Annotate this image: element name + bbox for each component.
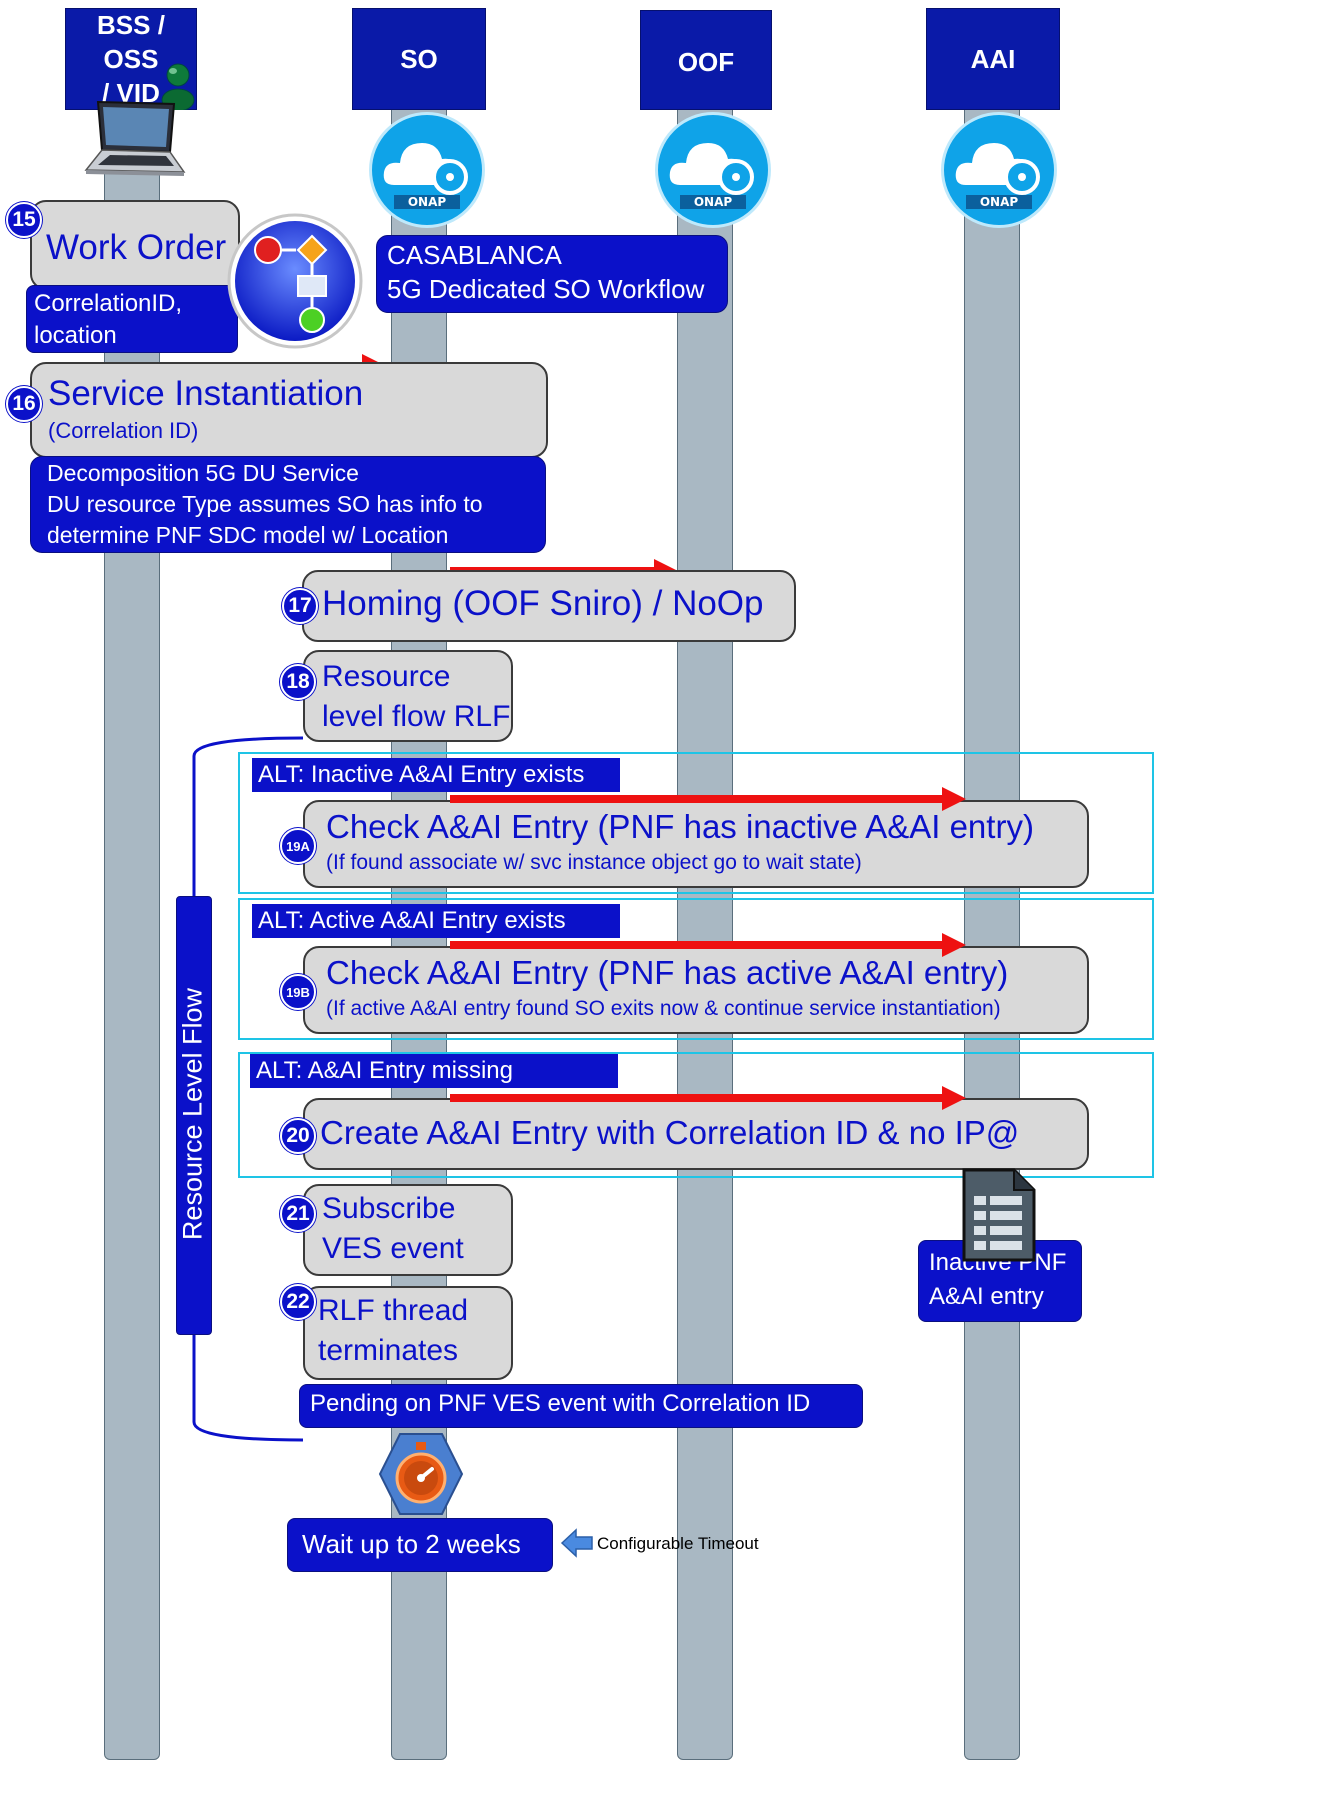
check-active-title: Check A&AI Entry (PNF has active A&AI en… [326, 954, 1009, 991]
alt-frame-inactive [238, 752, 1154, 894]
lane-header-so: SO [352, 8, 486, 110]
rlf-line2: level flow RLF [322, 700, 511, 733]
casablanca-banner: CASABLANCA 5G Dedicated SO Workflow [376, 235, 728, 313]
service-instantiation-title: Service Instantiation [48, 374, 364, 413]
onap-logo-text: ONAP [408, 195, 447, 209]
alt-frame-active [238, 898, 1154, 1040]
alt-tag-missing: ALT: A&AI Entry missing [250, 1054, 618, 1088]
casablanca-line2: 5G Dedicated SO Workflow [387, 274, 705, 304]
rlf-vertical-label: Resource Level Flow [177, 987, 208, 1241]
subscribe-line1: Subscribe [322, 1192, 456, 1225]
wait-text: Wait up to 2 weeks [302, 1529, 521, 1559]
rlf-line1: Resource [322, 660, 451, 693]
check-inactive-title: Check A&AI Entry (PNF has inactive A&AI … [326, 808, 1034, 845]
lane-header-aai: AAI [926, 8, 1060, 110]
document-icon [962, 1168, 1036, 1262]
check-inactive-sub: (If found associate w/ svc instance obje… [326, 851, 862, 874]
lifeline-aai [964, 90, 1020, 1760]
wait-two-weeks-box: Wait up to 2 weeks [287, 1518, 553, 1572]
lifeline-oof [677, 90, 733, 1760]
step-15-badge: 15 [6, 202, 42, 238]
resource-level-flow-box [303, 650, 513, 742]
configurable-timeout-label: Configurable Timeout [597, 1534, 759, 1553]
service-instantiation-sub: (Correlation ID) [48, 418, 199, 443]
decomposition-line3: determine PNF SDC model w/ Location [47, 522, 449, 548]
step-18-badge: 18 [280, 664, 316, 700]
onap-cloud-icon: ONAP [655, 112, 771, 228]
decomposition-line2: DU resource Type assumes SO has info to [47, 491, 483, 517]
work-order-detail-text: CorrelationID, location [34, 290, 183, 349]
onap-logo-text: ONAP [980, 195, 1019, 209]
work-order-detail: CorrelationID, location [26, 285, 238, 353]
decomposition-detail: Decomposition 5G DU Service DU resource … [30, 456, 546, 553]
homing-box [302, 570, 796, 642]
check-active-sub: (If active A&AI entry found SO exits now… [326, 997, 1001, 1020]
step-19b-badge: 19B [280, 974, 316, 1010]
onap-cloud-icon: ONAP [369, 112, 485, 228]
step-20-badge: 20 [280, 1118, 316, 1154]
work-order-box [30, 200, 240, 290]
arrow-so-to-aai-3 [450, 1086, 966, 1110]
lane-header-oof: OOF [640, 10, 772, 110]
step-22-badge: 22 [280, 1284, 316, 1320]
terminates-line1: RLF thread [318, 1294, 469, 1327]
step-17-badge: 17 [282, 588, 318, 624]
onap-cloud-icon: ONAP [941, 112, 1057, 228]
check-active-box [303, 946, 1089, 1034]
homing-title: Homing (OOF Sniro) / NoOp [322, 584, 764, 623]
work-order-title: Work Order [46, 228, 227, 267]
onap-logo-text: ONAP [694, 195, 733, 209]
workflow-icon [227, 213, 363, 349]
laptop-icon [84, 100, 186, 176]
rlf-vertical-label-box [176, 896, 212, 1335]
service-instantiation-box [30, 362, 548, 458]
arrow-left-icon [560, 1528, 593, 1558]
step-16-badge: 16 [6, 386, 42, 422]
alt-frame-missing [238, 1052, 1154, 1178]
alt-tag-active: ALT: Active A&AI Entry exists [252, 904, 620, 938]
stopwatch-icon [378, 1433, 464, 1515]
rlf-terminates-box [303, 1286, 513, 1380]
terminates-line2: terminates [318, 1334, 459, 1367]
arrow-so-to-aai-1 [450, 787, 966, 811]
pending-text: Pending on PNF VES event with Correlatio… [310, 1390, 811, 1417]
decomposition-line1: Decomposition 5G DU Service [47, 460, 359, 486]
alt-tag-inactive: ALT: Inactive A&AI Entry exists [252, 758, 620, 792]
step-19a-badge: 19A [280, 828, 316, 864]
casablanca-line1: CASABLANCA [387, 240, 562, 270]
subscribe-line2: VES event [322, 1232, 464, 1265]
inactive-pnf-line2: A&AI entry [929, 1283, 1044, 1310]
pending-ves-banner: Pending on PNF VES event with Correlatio… [299, 1384, 863, 1428]
step-21-badge: 21 [280, 1196, 316, 1232]
create-entry-title: Create A&AI Entry with Correlation ID & … [320, 1114, 1020, 1151]
arrow-so-to-aai-2 [450, 933, 966, 957]
